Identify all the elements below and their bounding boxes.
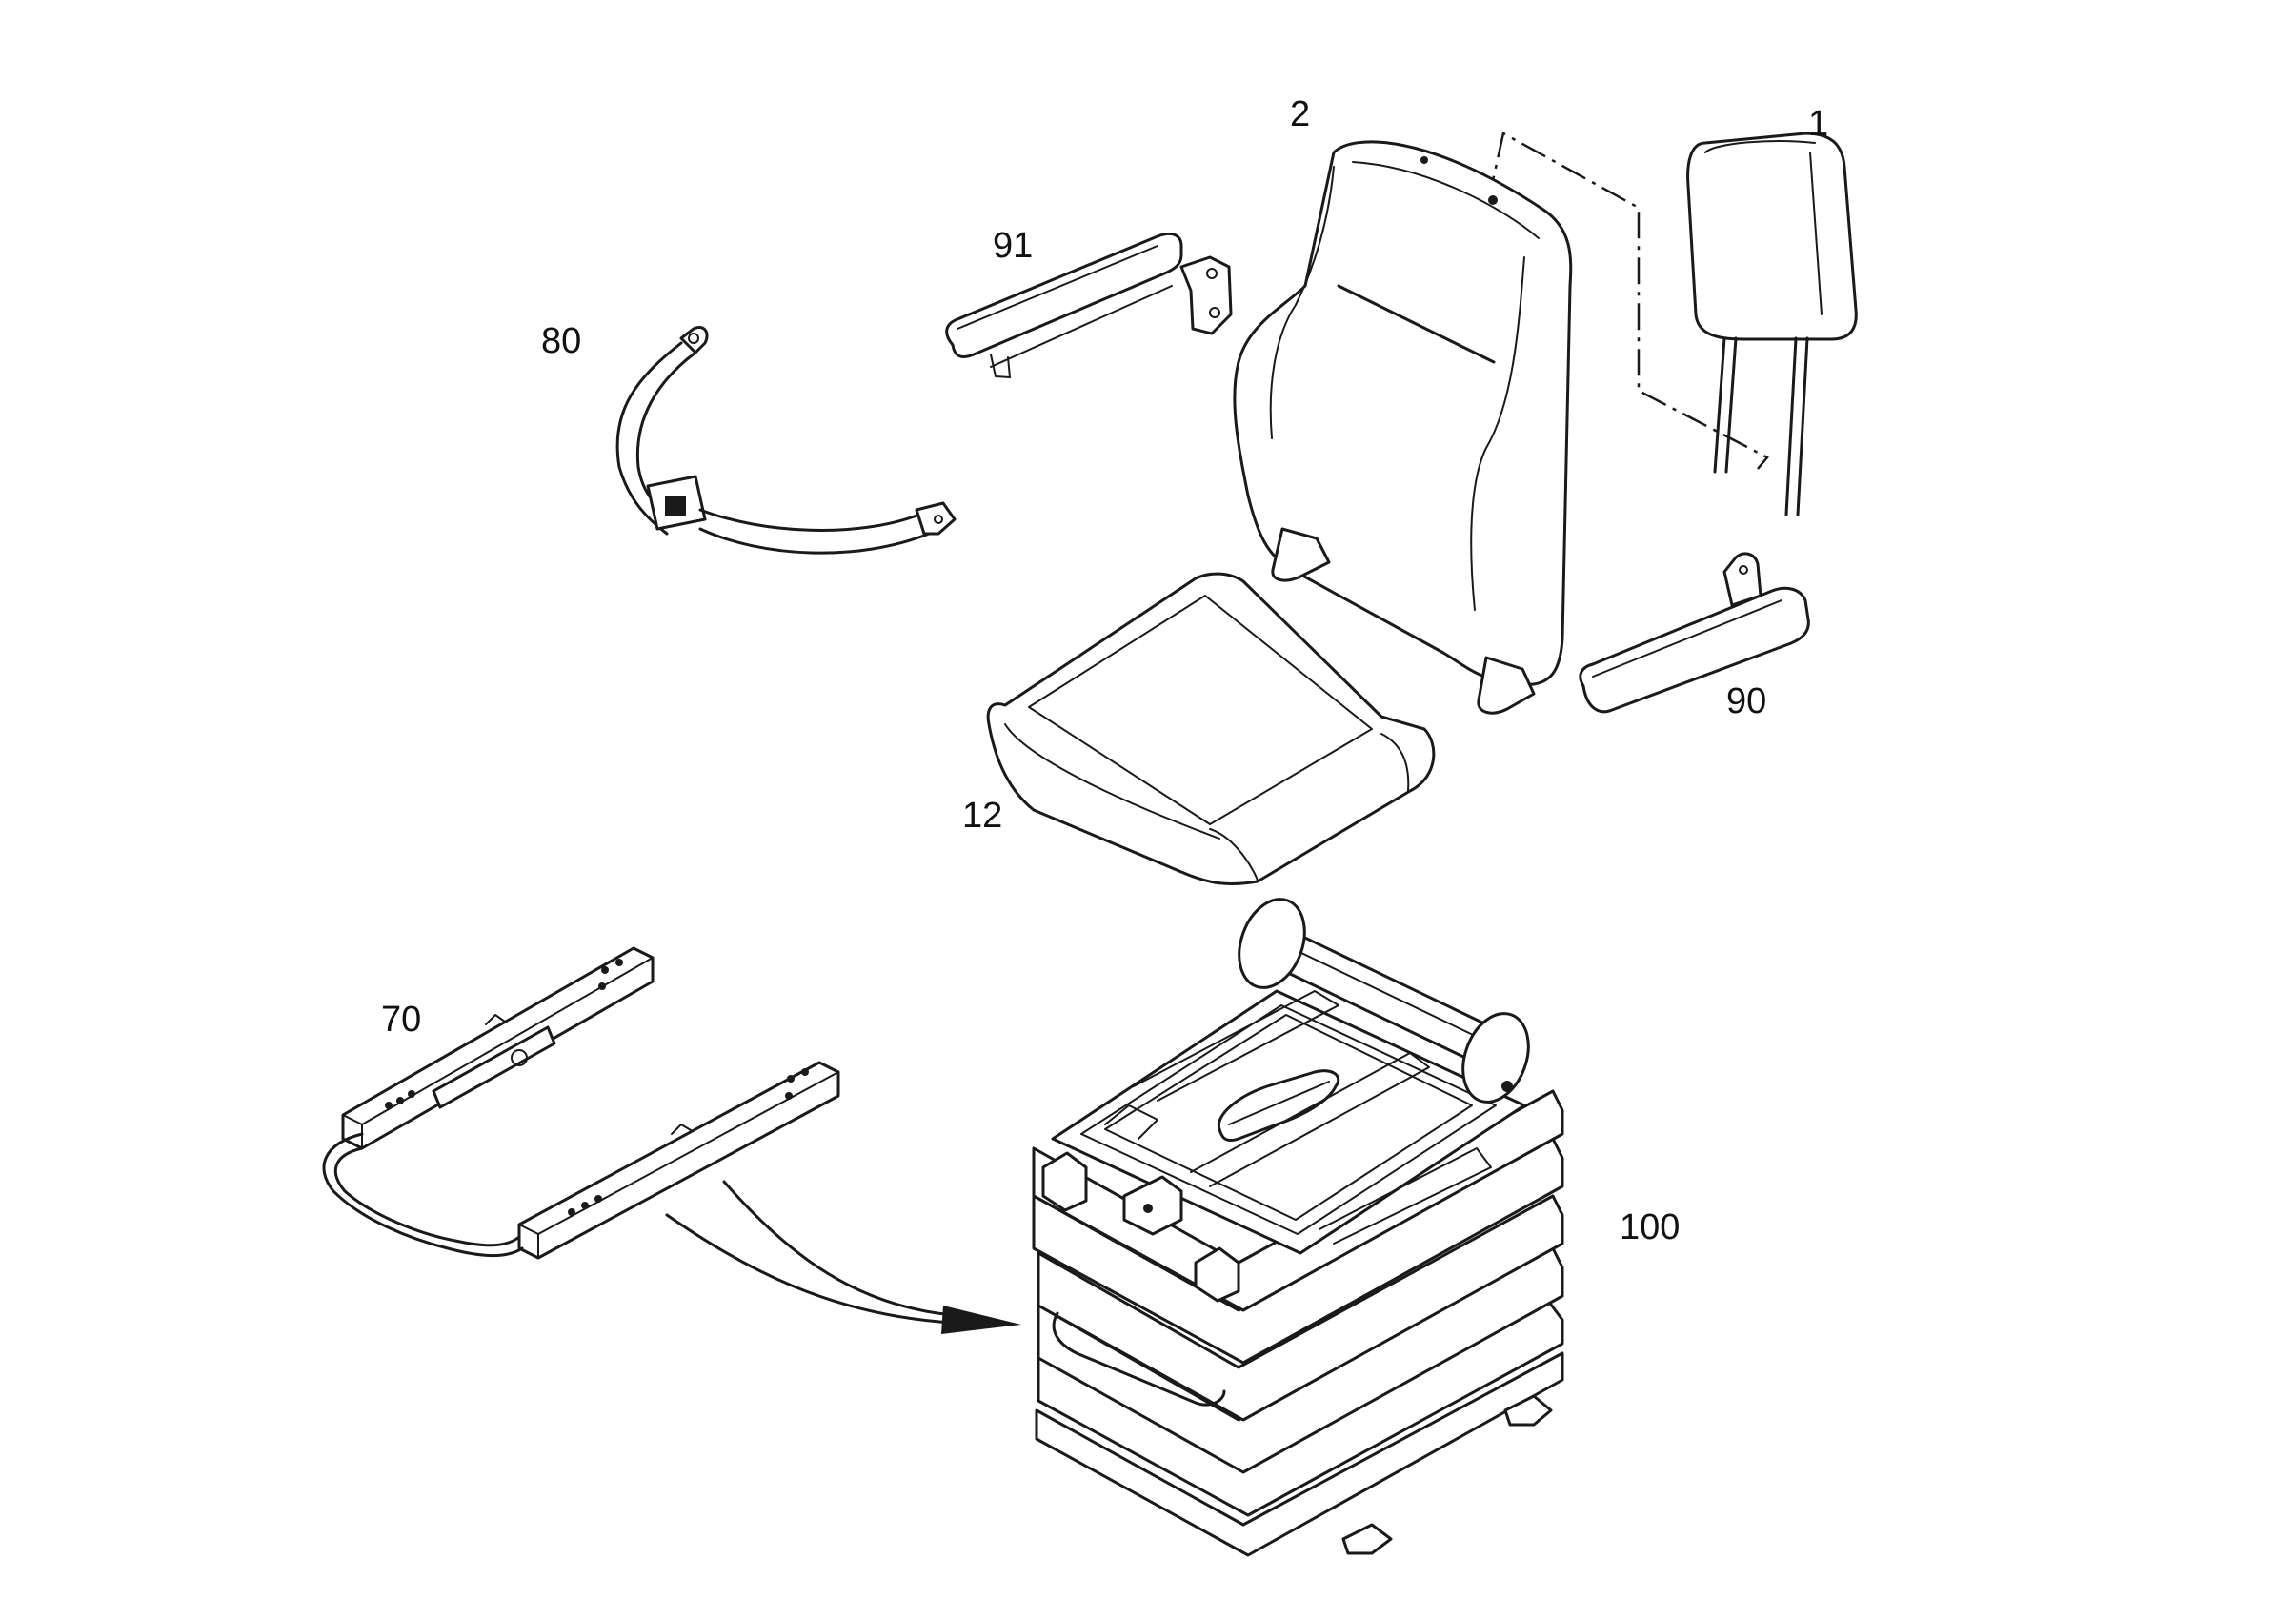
armrest-left bbox=[945, 233, 1233, 378]
callout-seat-belt: 80 bbox=[541, 321, 581, 361]
callout-armrest-right: 90 bbox=[1726, 681, 1766, 721]
callout-seat-cushion: 12 bbox=[962, 796, 1002, 836]
backrest bbox=[1233, 140, 1573, 715]
seat-belt bbox=[615, 326, 957, 555]
callout-backrest: 2 bbox=[1290, 94, 1310, 134]
suspension-unit bbox=[1032, 898, 1564, 1557]
assembly-arrow bbox=[665, 1180, 1021, 1334]
callout-headrest: 1 bbox=[1808, 104, 1828, 144]
alignment-line bbox=[1486, 132, 1769, 470]
callout-suspension: 100 bbox=[1620, 1207, 1680, 1247]
callout-seat-rails: 70 bbox=[381, 1000, 421, 1040]
seat-cushion bbox=[986, 572, 1436, 886]
callout-armrest-left: 91 bbox=[993, 226, 1033, 266]
seat-rails bbox=[322, 946, 840, 1260]
armrest-right bbox=[1579, 552, 1810, 714]
headrest bbox=[1686, 132, 1858, 516]
